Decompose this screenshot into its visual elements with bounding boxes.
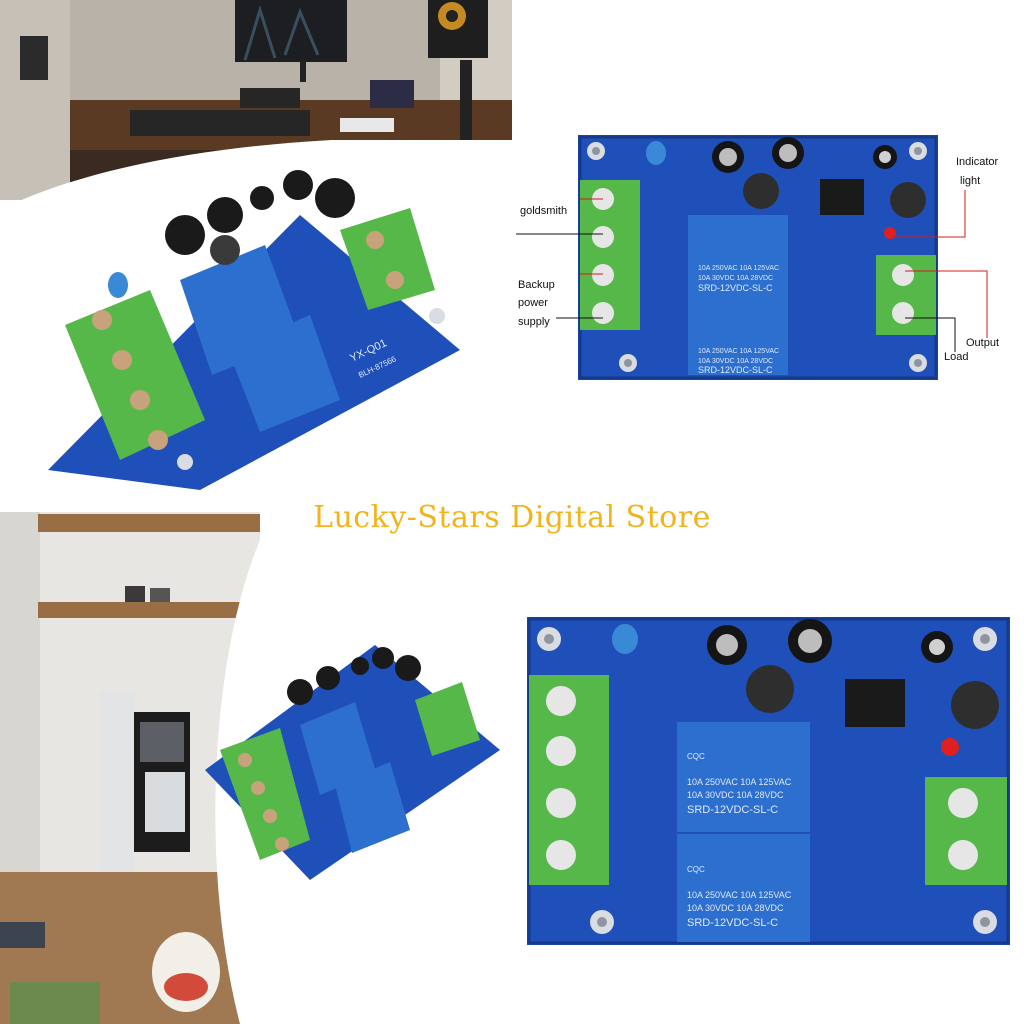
relay1-model: SRD-12VDC-SL-C: [687, 804, 778, 816]
relay1-line1: 10A 250VAC 10A 125VAC: [687, 777, 792, 787]
label-indicator-1: Indicator: [956, 156, 999, 168]
annotation-lines: [516, 190, 988, 352]
relay2-brand: CQC: [687, 865, 705, 874]
store-name: Lucky-Stars Digital Store: [313, 500, 711, 535]
label-goldsmith: goldsmith: [520, 205, 568, 217]
svg-text:10A 30VDC 10A 28VDC: 10A 30VDC 10A 28VDC: [698, 358, 773, 365]
relay1-brand: CQC: [687, 752, 705, 761]
label-indicator-2: light: [960, 175, 981, 187]
board-closeup-photo: 10A 250VAC 10A 125VAC 10A 30VDC 10A 28VD…: [527, 617, 1010, 945]
relay2-line1: 10A 250VAC 10A 125VAC: [687, 890, 792, 900]
label-backup-power-3: supply: [518, 316, 550, 328]
svg-text:SRD-12VDC-SL-C: SRD-12VDC-SL-C: [698, 365, 773, 375]
board-annotated-photo: 10A 250VAC 10A 125VAC 10A 30VDC 10A 28VD…: [578, 135, 938, 380]
label-backup-power-2: power: [518, 297, 548, 309]
relay1-line2: 10A 30VDC 10A 28VDC: [687, 790, 784, 800]
board-perspective-bottom: [205, 540, 520, 1024]
relay2-line2: 10A 30VDC 10A 28VDC: [687, 903, 784, 913]
svg-text:10A 250VAC 10A 125VAC: 10A 250VAC 10A 125VAC: [698, 348, 779, 355]
svg-text:10A 250VAC 10A 125VAC: 10A 250VAC 10A 125VAC: [698, 265, 779, 272]
label-backup-power-1: Backup: [518, 279, 555, 291]
label-output: Output: [966, 337, 1000, 349]
svg-text:10A 30VDC 10A 28VDC: 10A 30VDC 10A 28VDC: [698, 275, 773, 282]
svg-text:SRD-12VDC-SL-C: SRD-12VDC-SL-C: [698, 283, 773, 293]
label-load: Load: [944, 351, 969, 363]
board-perspective-top: YX-Q01 BLH-87566: [0, 140, 512, 512]
relay2-model: SRD-12VDC-SL-C: [687, 917, 778, 929]
